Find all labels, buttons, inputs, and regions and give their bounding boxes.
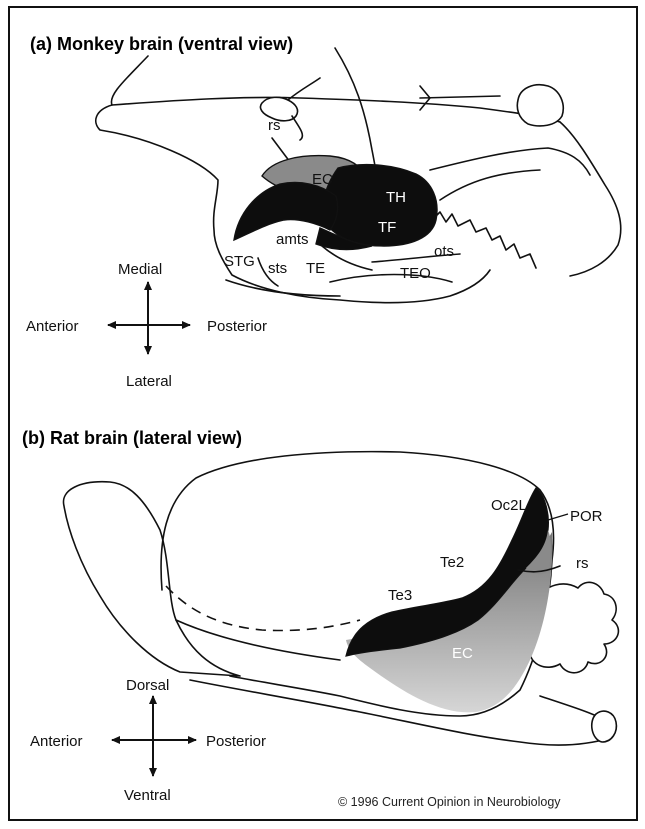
rat-label-oc2l: Oc2L (491, 497, 527, 514)
monkey-label-teo: TEO (400, 265, 431, 282)
monkey-label-ec: EC (312, 171, 333, 188)
monkey-cerebellum-edge (430, 148, 590, 175)
monkey-midbrain-edge (440, 170, 540, 200)
monkey-orientation-compass: Medial Lateral Anterior Posterior (26, 261, 267, 390)
rat-orientation-compass: Dorsal Ventral Anterior Posterior (30, 677, 266, 804)
rat-label-ec: EC (452, 645, 473, 662)
panel-a-monkey-brain: (a) Monkey brain (ventral view) (26, 34, 621, 390)
monkey-label-ots: ots (434, 243, 454, 260)
compass-b-bottom: Ventral (124, 787, 171, 804)
rat-label-rs: rs (576, 555, 589, 572)
rat-label-por: POR (570, 508, 603, 525)
monkey-label-te: TE (306, 260, 325, 277)
compass-a-bottom: Lateral (126, 373, 172, 390)
compass-b-left: Anterior (30, 733, 83, 750)
rat-label-te3: Te3 (388, 587, 412, 604)
monkey-posterior-blob (517, 85, 563, 126)
compass-a-right: Posterior (207, 318, 267, 335)
monkey-teo-arc (330, 275, 452, 283)
monkey-dorsal-contour (112, 97, 560, 122)
panel-b-title: (b) Rat brain (lateral view) (22, 428, 242, 448)
rat-spinal-cap (592, 711, 617, 742)
rat-olfactory-bulb (63, 482, 240, 676)
monkey-label-sts: sts (268, 260, 287, 277)
monkey-label-stg: STG (224, 253, 255, 270)
monkey-label-tf: TF (378, 219, 396, 236)
monkey-rs-line (272, 138, 290, 162)
monkey-label-th: TH (386, 189, 406, 206)
compass-a-top: Medial (118, 261, 162, 278)
compass-b-right: Posterior (206, 733, 266, 750)
copyright-notice: © 1996 Current Opinion in Neurobiology (338, 795, 561, 809)
monkey-label-amts: amts (276, 231, 309, 248)
compass-a-left: Anterior (26, 318, 79, 335)
monkey-label-rs: rs (268, 117, 281, 134)
compass-b-top: Dorsal (126, 677, 169, 694)
panel-b-rat-brain: (b) Rat brain (lateral view) Oc2L POR Te… (22, 428, 618, 804)
rat-label-te2: Te2 (440, 554, 464, 571)
monkey-occipital-outline (560, 122, 621, 276)
rat-rhinal-dashed-line (166, 586, 360, 631)
panel-a-title: (a) Monkey brain (ventral view) (30, 34, 293, 54)
